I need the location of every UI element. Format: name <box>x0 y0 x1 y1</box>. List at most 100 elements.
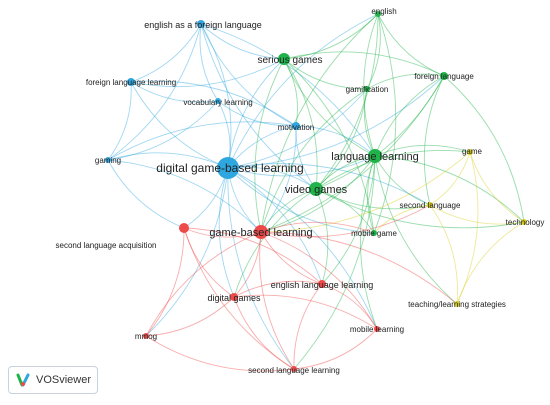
link-n10-n5 <box>130 81 229 169</box>
node-n4[interactable] <box>440 72 448 80</box>
link-n10-n23 <box>227 167 378 330</box>
node-n10[interactable] <box>217 157 239 179</box>
node-label-n13: video games <box>285 184 348 196</box>
link-n14-n15 <box>429 204 525 225</box>
link-n16-n23 <box>260 231 378 330</box>
link-n1-n11 <box>200 23 376 157</box>
node-label-n10: digital game-based learning <box>156 161 303 175</box>
link-n18-n24 <box>183 227 295 370</box>
link-n13-n17 <box>315 188 375 234</box>
node-layer <box>105 11 527 372</box>
node-n2[interactable] <box>375 11 381 17</box>
link-n10-n24 <box>227 167 295 370</box>
link-n18-n20 <box>183 227 235 298</box>
node-label-n22: mmog <box>135 332 157 341</box>
link-n2-n6 <box>366 13 381 90</box>
link-n10-n14 <box>227 163 431 206</box>
node-n20[interactable] <box>230 293 238 301</box>
node-label-n23: mobile learning <box>350 325 404 334</box>
node-label-n2: english <box>371 7 396 16</box>
link-n11-n12 <box>374 144 471 157</box>
link-n4-n14 <box>423 75 445 206</box>
node-label-n18: second language acquisition <box>56 241 157 250</box>
link-n9-n18 <box>107 159 185 229</box>
link-n1-n13 <box>200 23 317 190</box>
link-n15-n21 <box>456 221 525 305</box>
link-n4-n11 <box>374 75 445 157</box>
node-n7[interactable] <box>215 98 221 104</box>
node-n18[interactable] <box>179 223 189 233</box>
node-label-n11: language learning <box>331 151 418 163</box>
node-n19[interactable] <box>318 280 326 288</box>
node-n5[interactable] <box>127 78 135 86</box>
node-label-n8: motivation <box>278 123 314 132</box>
link-n2-n13 <box>315 13 379 190</box>
link-n8-n11 <box>295 125 376 157</box>
link-n7-n8 <box>217 100 297 127</box>
link-n20-n24 <box>233 296 295 370</box>
link-n13-n12 <box>315 150 471 190</box>
link-n3-n6 <box>283 58 368 90</box>
link-n11-n15 <box>374 155 525 223</box>
node-n22[interactable] <box>143 333 149 339</box>
link-n10-n11 <box>227 155 376 177</box>
link-n5-n9 <box>107 81 132 161</box>
label-layer: english as a foreign languageenglishseri… <box>56 7 545 375</box>
link-n12-n16 <box>260 151 471 233</box>
node-label-n1: english as a foreign language <box>144 20 262 30</box>
node-n15[interactable] <box>521 219 527 225</box>
link-n5-n3 <box>130 58 285 88</box>
node-n14[interactable] <box>427 202 433 208</box>
node-n9[interactable] <box>105 157 111 163</box>
node-n21[interactable] <box>454 301 460 307</box>
link-n9-n16 <box>107 159 262 233</box>
node-label-n7: vocabulary learning <box>183 98 252 107</box>
link-n16-n22 <box>145 231 262 337</box>
link-n1-n5 <box>130 23 202 83</box>
vosviewer-logo-text: VOSviewer <box>36 374 92 386</box>
link-n3-n11 <box>283 58 376 157</box>
node-n16[interactable] <box>254 225 268 239</box>
node-label-n12: game <box>462 147 483 156</box>
node-n11[interactable] <box>368 149 382 163</box>
link-n10-n22 <box>145 167 229 337</box>
node-n23[interactable] <box>374 326 380 332</box>
link-n10-n4 <box>227 75 445 169</box>
node-n17[interactable] <box>371 230 377 236</box>
link-n2-n17 <box>373 13 397 234</box>
link-n4-n13 <box>315 75 445 190</box>
node-n8[interactable] <box>292 122 300 130</box>
link-n5-n8 <box>130 80 297 127</box>
node-n13[interactable] <box>309 182 323 196</box>
node-n1[interactable] <box>197 20 205 28</box>
node-label-n19: english language learning <box>271 280 374 290</box>
node-n6[interactable] <box>364 86 370 92</box>
link-n20-n22 <box>145 296 235 337</box>
node-n3[interactable] <box>278 53 290 65</box>
node-label-n4: foreign language <box>414 72 474 81</box>
node-n12[interactable] <box>467 149 473 155</box>
node-label-n6: gamification <box>346 85 389 94</box>
link-n16-n17 <box>260 221 375 234</box>
link-n16-n24 <box>259 231 295 370</box>
link-n10-n3 <box>227 58 285 169</box>
node-label-n14: second language <box>400 201 461 210</box>
link-n11-n16 <box>260 155 376 233</box>
link-n5-n7 <box>130 81 219 103</box>
link-n1-n8 <box>200 23 297 127</box>
link-n6-n13 <box>315 88 368 190</box>
vosviewer-icon <box>16 373 30 387</box>
link-n11-n24 <box>293 155 376 370</box>
node-label-n20: digital games <box>207 293 261 303</box>
link-n9-n8 <box>107 121 297 161</box>
link-n2-n11 <box>363 13 379 157</box>
link-n3-n16 <box>254 58 285 233</box>
link-n10-n9 <box>107 152 229 169</box>
link-n3-n8 <box>283 58 298 127</box>
node-n24[interactable] <box>291 366 297 372</box>
node-label-n9: gaming <box>95 156 121 165</box>
link-n3-n17 <box>283 58 375 234</box>
link-n10-n17 <box>227 167 375 234</box>
link-n18-n19 <box>183 227 323 285</box>
